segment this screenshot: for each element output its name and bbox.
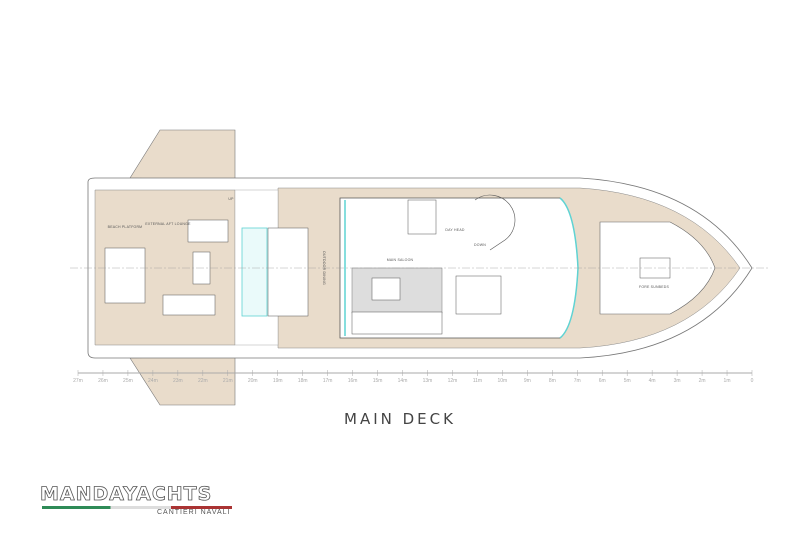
- scale-tick-label: 2m: [699, 378, 706, 384]
- scale-tick-label: 23m: [173, 378, 183, 384]
- logo-tagline: CANTIERI NAVALI: [157, 509, 231, 516]
- scale-tick-label: 17m: [323, 378, 333, 384]
- scale-tick-label: 22m: [198, 378, 208, 384]
- scale-tick-label: 1m: [724, 378, 731, 384]
- aft-sofa-top: [187, 219, 229, 243]
- scale-tick-label: 15m: [373, 378, 383, 384]
- scale-tick-label: 8m: [549, 378, 556, 384]
- label-aft-lounge: EXTERNAL AFT LOUNGE: [145, 222, 191, 226]
- scale-tick-label: 26m: [98, 378, 108, 384]
- scale-tick-label: 25m: [123, 378, 133, 384]
- label-up: UP: [228, 197, 234, 201]
- glass-pool: [241, 227, 268, 317]
- label-day-head: DAY HEAD: [445, 228, 464, 232]
- sofa: [351, 311, 443, 335]
- label-fore-sunbeds: FORE SUNBEDS: [639, 285, 669, 289]
- day-head: [407, 199, 437, 235]
- logo-wordmark: MANDAYACHTS: [40, 483, 213, 506]
- scale-tick-label: 20m: [248, 378, 258, 384]
- scale-tick-label: 24m: [148, 378, 158, 384]
- logo: MANDAYACHTS CANTIERI NAVALI: [40, 483, 232, 516]
- scale-tick-label: 4m: [649, 378, 656, 384]
- label-main-saloon: MAIN SALOON: [387, 258, 414, 262]
- dining-table: [455, 275, 502, 315]
- aft-sofa-bottom: [162, 294, 216, 316]
- label-beach-platform: BEACH PLATFORM: [108, 225, 143, 229]
- scale-tick-label: 5m: [624, 378, 631, 384]
- spiral-stair: [474, 194, 516, 251]
- logo-flag-stripe: [42, 506, 232, 509]
- scale-tick-label: 18m: [298, 378, 308, 384]
- label-outdoor-dining: OUTDOOR DINING: [322, 251, 326, 285]
- scale-tick-label: 16m: [348, 378, 358, 384]
- scale-tick-label: 3m: [674, 378, 681, 384]
- scale-tick-label: 14m: [398, 378, 408, 384]
- outdoor-dining-sofa: [267, 227, 309, 317]
- sunpad: [104, 247, 146, 304]
- scale-tick-label: 21m: [223, 378, 233, 384]
- scale-tick-label: 12m: [448, 378, 458, 384]
- scale-tick-label: 10m: [498, 378, 508, 384]
- coffee-table: [371, 277, 401, 301]
- scale-tick-label: 11m: [473, 378, 482, 384]
- scale-tick-label: 19m: [273, 378, 283, 384]
- scale-tick-label: 0: [751, 378, 754, 384]
- scale-tick-label: 27m: [73, 378, 83, 384]
- scale-ticks: 27m 26m 25m 24m 23m 22m 21m 20m 19m 18m 17m 16m 15m 1…: [73, 370, 754, 384]
- label-down: DOWN: [474, 243, 486, 247]
- scale-tick-label: 9m: [524, 378, 531, 384]
- scale-tick-label: 13m: [423, 378, 433, 384]
- starboard-wing: [129, 129, 236, 181]
- scale-tick-label: 7m: [574, 378, 581, 384]
- drawing-title: MAIN DECK: [344, 410, 456, 428]
- scale-tick-label: 6m: [599, 378, 606, 384]
